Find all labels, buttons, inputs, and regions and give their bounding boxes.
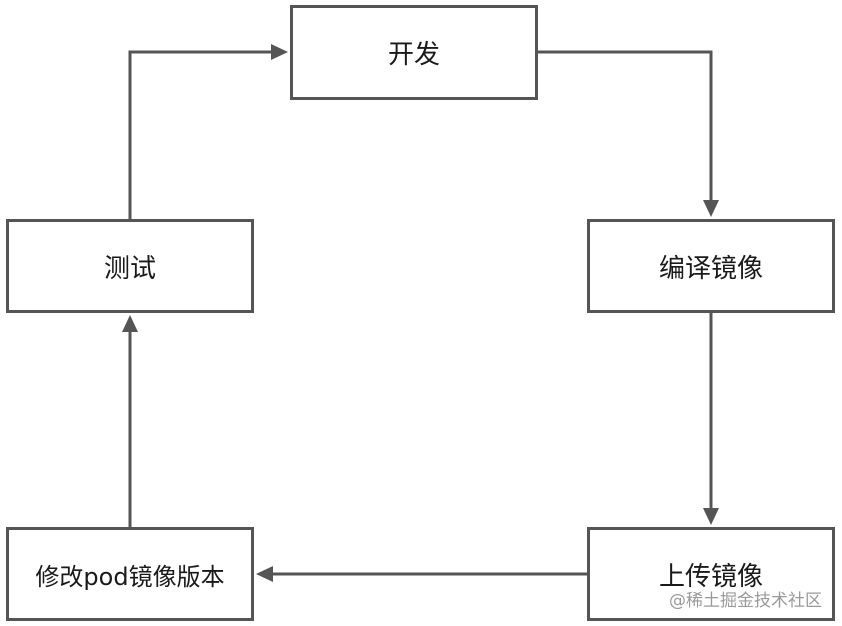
watermark: @稀土掘金技术社区 [669, 591, 822, 611]
node-modify-pod-label: 修改pod镜像版本 [35, 562, 225, 591]
arrowhead-icon [703, 200, 719, 217]
node-dev-label: 开发 [387, 40, 440, 70]
edge-build-to-upload [703, 313, 719, 525]
node-upload-image: 上传镜像 [587, 527, 835, 621]
edge-modify-to-test [122, 315, 138, 527]
arrowhead-icon [271, 44, 288, 60]
arrowhead-icon [122, 315, 138, 332]
arrowhead-icon [256, 566, 273, 582]
node-test-label: 测试 [103, 253, 156, 284]
node-upload-image-label: 上传镜像 [658, 561, 763, 592]
node-dev: 开发 [290, 5, 538, 100]
node-build-image: 编译镜像 [587, 219, 835, 313]
edge-test-to-dev [128, 44, 288, 219]
node-modify-pod: 修改pod镜像版本 [6, 527, 254, 621]
edge-upload-to-modify [256, 566, 587, 582]
node-build-image-label: 编译镜像 [658, 253, 763, 284]
node-test: 测试 [6, 219, 254, 313]
arrowhead-icon [703, 508, 719, 525]
edge-dev-to-build [538, 50, 719, 217]
